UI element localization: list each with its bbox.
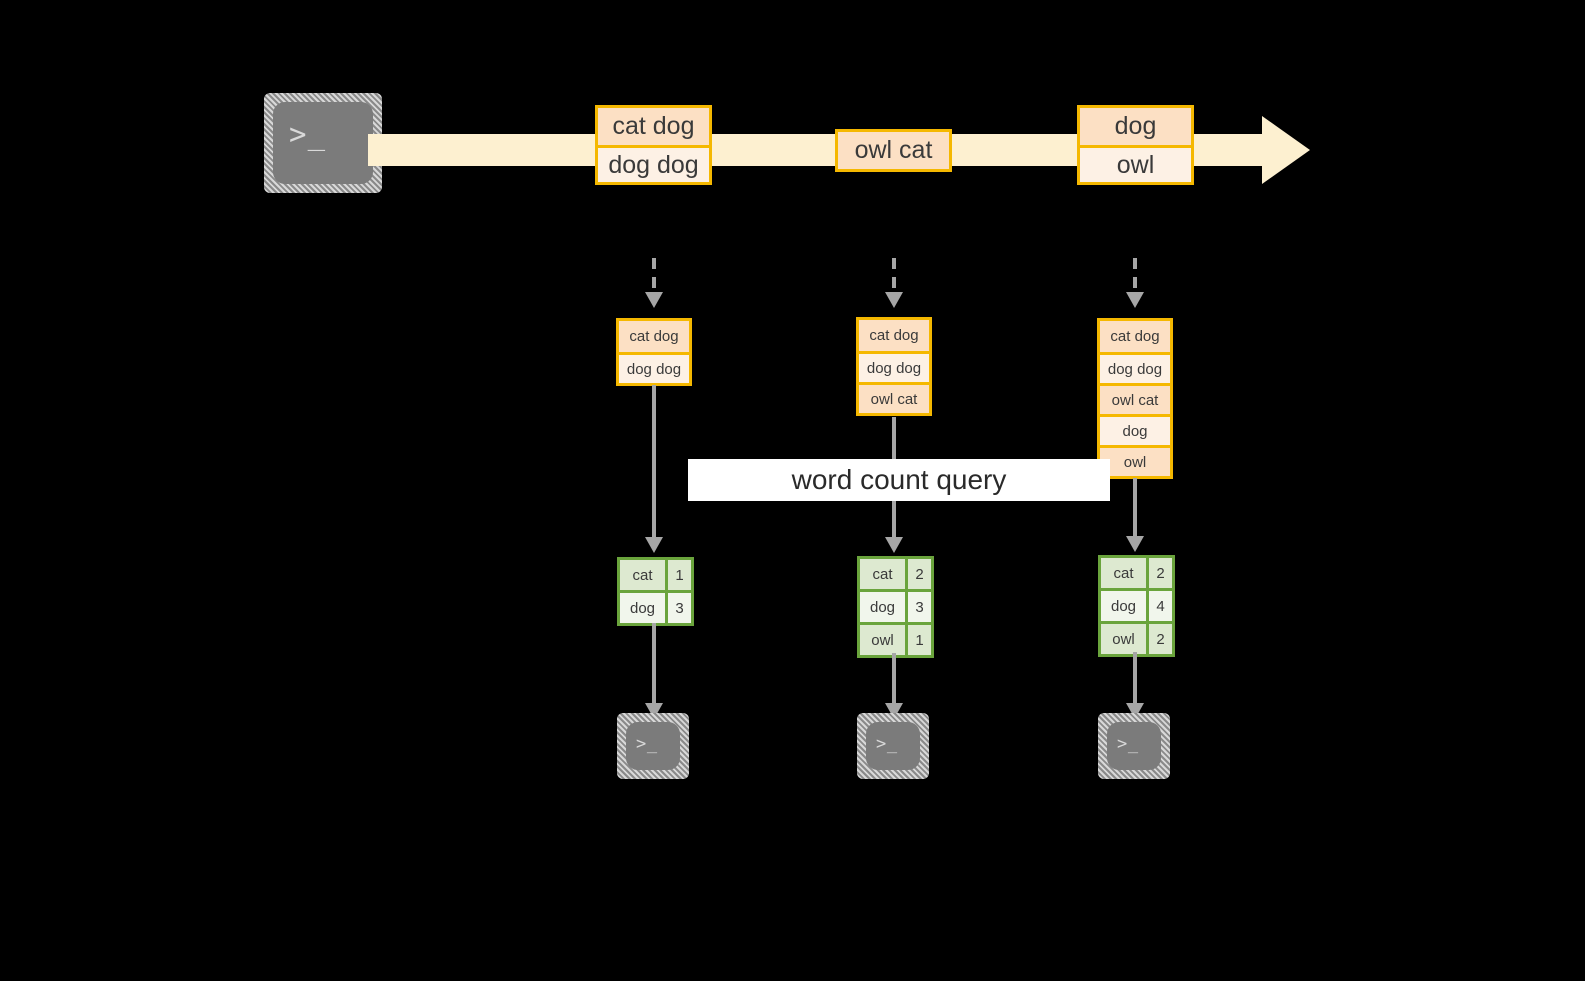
stream-arrow-head-icon xyxy=(1262,116,1310,184)
record-line: dog xyxy=(1080,108,1191,145)
terminal-prompt-label: >_ xyxy=(636,734,658,754)
word-cell: cat xyxy=(620,560,665,590)
table-row: dog 3 xyxy=(620,590,691,623)
result-table-3: cat 2 dog 4 owl 2 xyxy=(1098,555,1175,657)
terminal-screen: >_ xyxy=(273,102,373,184)
record-line: dog dog xyxy=(859,351,929,382)
record-line: cat dog xyxy=(859,320,929,351)
terminal-screen: >_ xyxy=(1107,722,1161,770)
table-row: cat 2 xyxy=(1101,558,1172,588)
record-line: dog dog xyxy=(1100,352,1170,383)
terminal-prompt-label: >_ xyxy=(1117,734,1139,754)
word-cell: cat xyxy=(860,559,905,589)
record-line: owl cat xyxy=(838,132,949,169)
accumulated-records-1: cat dog dog dog xyxy=(616,318,692,386)
count-cell: 3 xyxy=(905,592,931,622)
record-line: owl cat xyxy=(1100,383,1170,414)
table-row: dog 4 xyxy=(1101,588,1172,621)
count-cell: 1 xyxy=(665,560,691,590)
sink-terminal-icon-1: >_ xyxy=(617,713,689,779)
terminal-screen: >_ xyxy=(626,722,680,770)
record-line: dog dog xyxy=(619,352,689,383)
stream-record-3: dog owl xyxy=(1077,105,1194,185)
record-line: dog xyxy=(1100,414,1170,445)
query-label-text: word count query xyxy=(791,464,1007,495)
count-cell: 4 xyxy=(1146,591,1172,621)
accumulated-records-2: cat dog dog dog owl cat xyxy=(856,317,932,416)
count-cell: 3 xyxy=(665,593,691,623)
stream-record-1: cat dog dog dog xyxy=(595,105,712,185)
word-cell: dog xyxy=(860,592,905,622)
record-line: cat dog xyxy=(1100,321,1170,352)
word-cell: dog xyxy=(1101,591,1146,621)
query-label: word count query xyxy=(688,459,1110,501)
record-line: dog dog xyxy=(598,145,709,182)
result-table-1: cat 1 dog 3 xyxy=(617,557,694,626)
word-cell: cat xyxy=(1101,558,1146,588)
table-row: dog 3 xyxy=(860,589,931,622)
source-terminal-icon: >_ xyxy=(264,93,382,193)
terminal-screen: >_ xyxy=(866,722,920,770)
count-cell: 2 xyxy=(1146,558,1172,588)
result-table-2: cat 2 dog 3 owl 1 xyxy=(857,556,934,658)
terminal-prompt-label: >_ xyxy=(289,117,327,151)
record-line: owl xyxy=(1100,445,1170,476)
stream-record-2: owl cat xyxy=(835,129,952,172)
count-cell: 1 xyxy=(905,625,931,655)
table-row: owl 2 xyxy=(1101,621,1172,654)
sink-terminal-icon-2: >_ xyxy=(857,713,929,779)
word-cell: dog xyxy=(620,593,665,623)
accumulated-records-3: cat dog dog dog owl cat dog owl xyxy=(1097,318,1173,479)
table-row: cat 2 xyxy=(860,559,931,589)
count-cell: 2 xyxy=(1146,624,1172,654)
count-cell: 2 xyxy=(905,559,931,589)
record-line: owl xyxy=(1080,145,1191,182)
terminal-prompt-label: >_ xyxy=(876,734,898,754)
table-row: owl 1 xyxy=(860,622,931,655)
record-line: owl cat xyxy=(859,382,929,413)
word-cell: owl xyxy=(860,625,905,655)
word-cell: owl xyxy=(1101,624,1146,654)
record-line: cat dog xyxy=(619,321,689,352)
table-row: cat 1 xyxy=(620,560,691,590)
sink-terminal-icon-3: >_ xyxy=(1098,713,1170,779)
record-line: cat dog xyxy=(598,108,709,145)
